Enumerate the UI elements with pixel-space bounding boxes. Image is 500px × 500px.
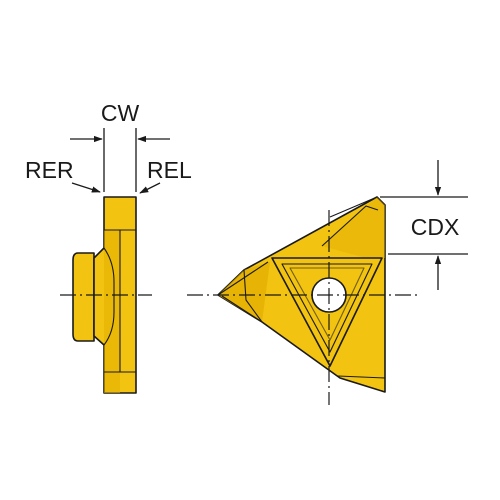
front-view-edge-2 — [221, 295, 263, 323]
front-view-seat-inner-2 — [289, 267, 365, 341]
front-view-edge-4 — [329, 196, 378, 218]
side-view: CW RER REL — [25, 100, 192, 394]
rer-leader — [71, 182, 101, 193]
front-view-edge-5 — [321, 205, 379, 247]
front-view-seat-inner — [281, 263, 373, 353]
front-view: CDX — [187, 160, 468, 405]
rel-leader — [139, 182, 161, 194]
front-view-edge-1 — [217, 261, 269, 296]
side-view-edge-curve — [103, 247, 115, 346]
side-view-boss — [72, 252, 95, 342]
cw-label: CW — [101, 100, 140, 126]
front-view-edge-6 — [337, 375, 386, 379]
front-view-edge-3 — [243, 269, 263, 323]
side-view-shade — [104, 230, 120, 393]
rer-label: RER — [25, 157, 74, 183]
front-view-shade-top — [322, 197, 385, 258]
cdx-label: CDX — [411, 214, 460, 240]
rel-label: REL — [147, 157, 192, 183]
front-view-shade — [218, 262, 270, 322]
